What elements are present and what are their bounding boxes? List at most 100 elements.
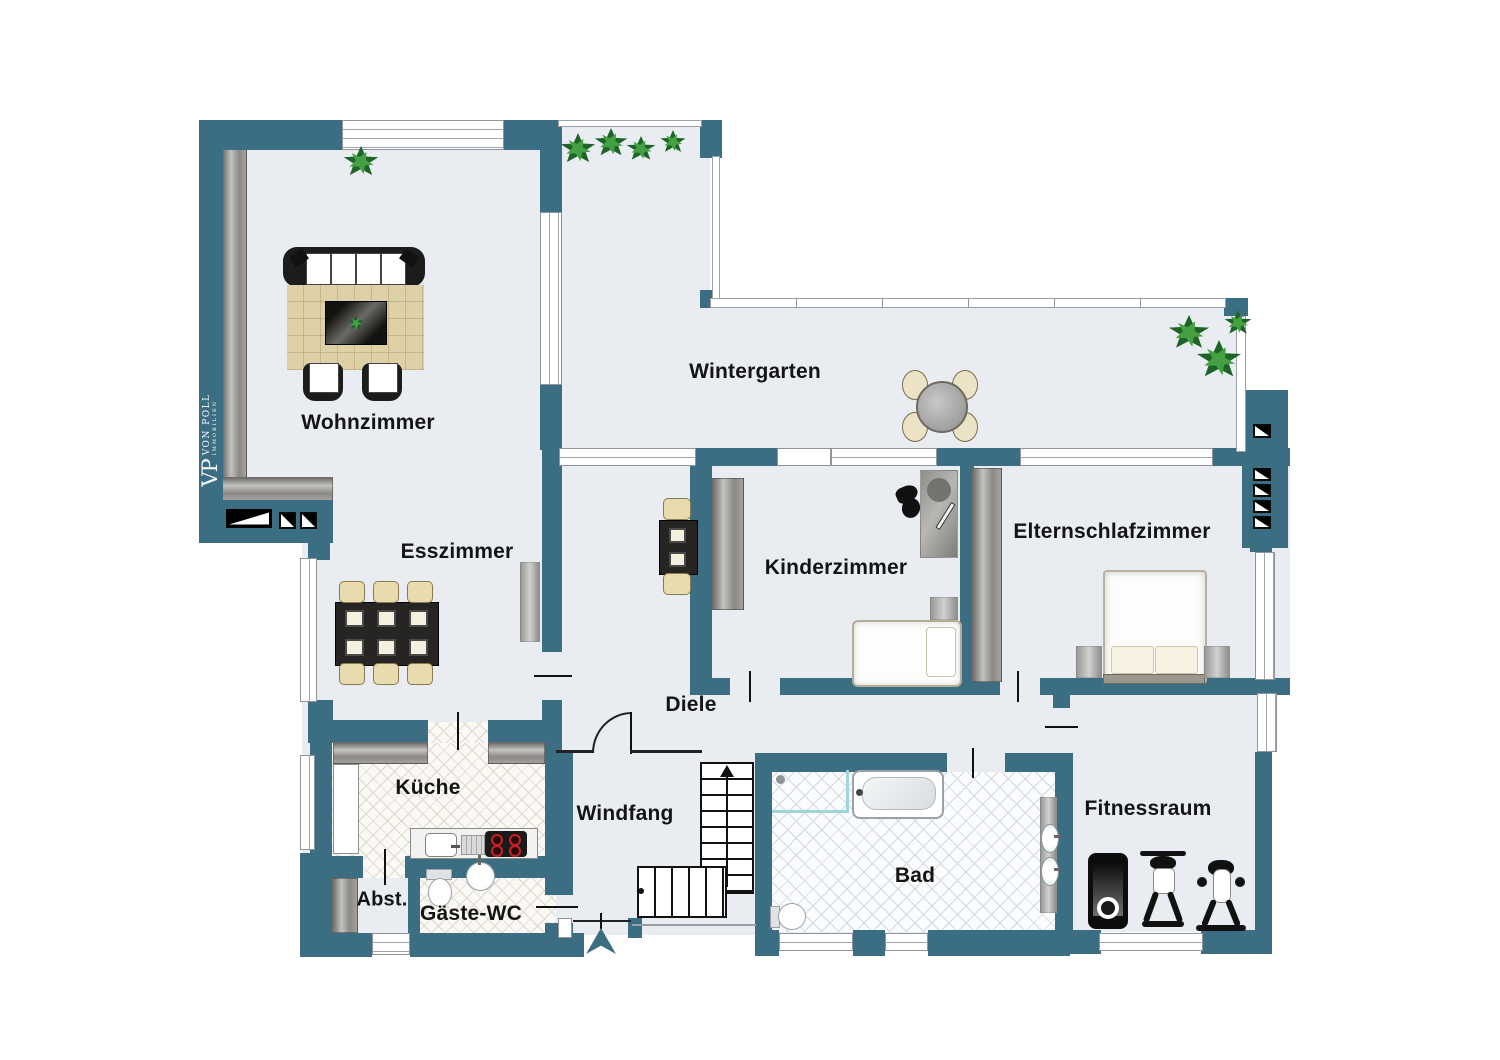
wall [1045,680,1272,695]
wall [540,150,562,212]
plant-icon [660,130,686,154]
wall [755,772,772,954]
desk [920,470,958,558]
exercise-bike [1196,849,1246,931]
bathtub-inner [862,777,936,810]
wall [960,678,1000,695]
desk-pen [935,501,956,531]
machine-leg [1142,890,1160,924]
plank-strip-horizontal [222,477,333,501]
sink-faucet [1054,835,1061,838]
shower-head-icon [776,775,785,784]
door-marker [1017,671,1019,702]
window [300,558,317,702]
machine-seat [1153,868,1175,894]
window [1099,933,1203,951]
room-label-elternschlafzimmer: Elternschlafzimmer [1013,520,1211,543]
window [1257,693,1277,752]
kitchen-worktop [410,828,538,859]
machine-bar [1140,851,1186,856]
wall [1055,772,1073,932]
wall [755,930,779,956]
window [777,448,831,466]
bed-pillow [1155,646,1198,674]
wall [315,720,428,743]
placemat [377,639,396,656]
glass-wall [710,298,1226,308]
console-table [659,520,698,575]
door-marker [749,671,751,702]
sideboard [520,562,540,642]
window [779,933,853,951]
burner [491,845,503,857]
bathtub [852,770,944,819]
step-marker-icon [300,512,317,529]
wall [853,930,885,956]
wall [1005,753,1073,772]
nightstand [1204,646,1230,678]
wall [937,448,1020,466]
entrance-threshold [573,920,631,922]
dining-chair [339,663,365,685]
placemat [669,552,686,567]
room-label-bad: Bad [894,864,936,887]
door-marker [600,913,602,929]
wall [408,878,420,935]
machine-foot [1142,921,1184,927]
window [558,918,572,938]
stove [485,831,527,857]
dining-chair [663,573,691,595]
shower-line [772,810,849,813]
burner [509,845,521,857]
bed-headboard [1103,674,1205,684]
room-label-fitnessraum: Fitnessraum [1084,797,1212,820]
wall [755,753,947,772]
drainer [461,835,485,855]
toilet-bowl [428,878,452,907]
wall [1201,930,1272,954]
dining-chair [663,498,691,520]
wall [690,466,712,680]
tall-cabinet [333,764,359,854]
wall [1053,695,1070,708]
windfang-wall-line [556,750,594,753]
kitchen-counter [333,742,428,764]
tub-faucet [856,789,863,796]
table-plant-icon [348,315,364,331]
door-leaf [630,712,632,754]
bike-pedal [1197,877,1207,887]
window [1020,448,1213,466]
step-marker-icon [279,512,296,529]
placemat [669,528,686,543]
bathroom-sink [1041,824,1059,853]
room-label-abstellraum: Abst. [356,888,408,911]
wall [700,120,722,158]
plant-icon [1168,315,1210,351]
desk-chair [893,482,924,522]
wall [308,542,330,560]
floor-corridor [556,693,1070,757]
door-marker [384,849,386,885]
plant-icon [594,128,628,158]
wall [504,120,562,150]
shower-line [846,770,849,813]
wall [199,120,343,150]
stair-direction-arrow [720,765,734,777]
wall [542,450,562,652]
wall [300,933,372,957]
dining-chair [407,663,433,685]
wall [928,930,1070,956]
windfang-wall-line [630,750,702,753]
door-marker [536,906,578,908]
sofa [283,247,425,287]
dining-chair [373,663,399,685]
door-marker [972,748,974,778]
logo-subtitle: IMMOBILIEN [211,399,218,456]
wall [488,720,562,743]
bike-leg [1224,898,1242,928]
scale-wedge-icon [226,509,272,528]
window [831,448,937,466]
exterior-edge-line [632,924,756,926]
wall [1224,298,1248,316]
von-poll-logo: VP VON POLL IMMOBILIEN [197,380,223,500]
